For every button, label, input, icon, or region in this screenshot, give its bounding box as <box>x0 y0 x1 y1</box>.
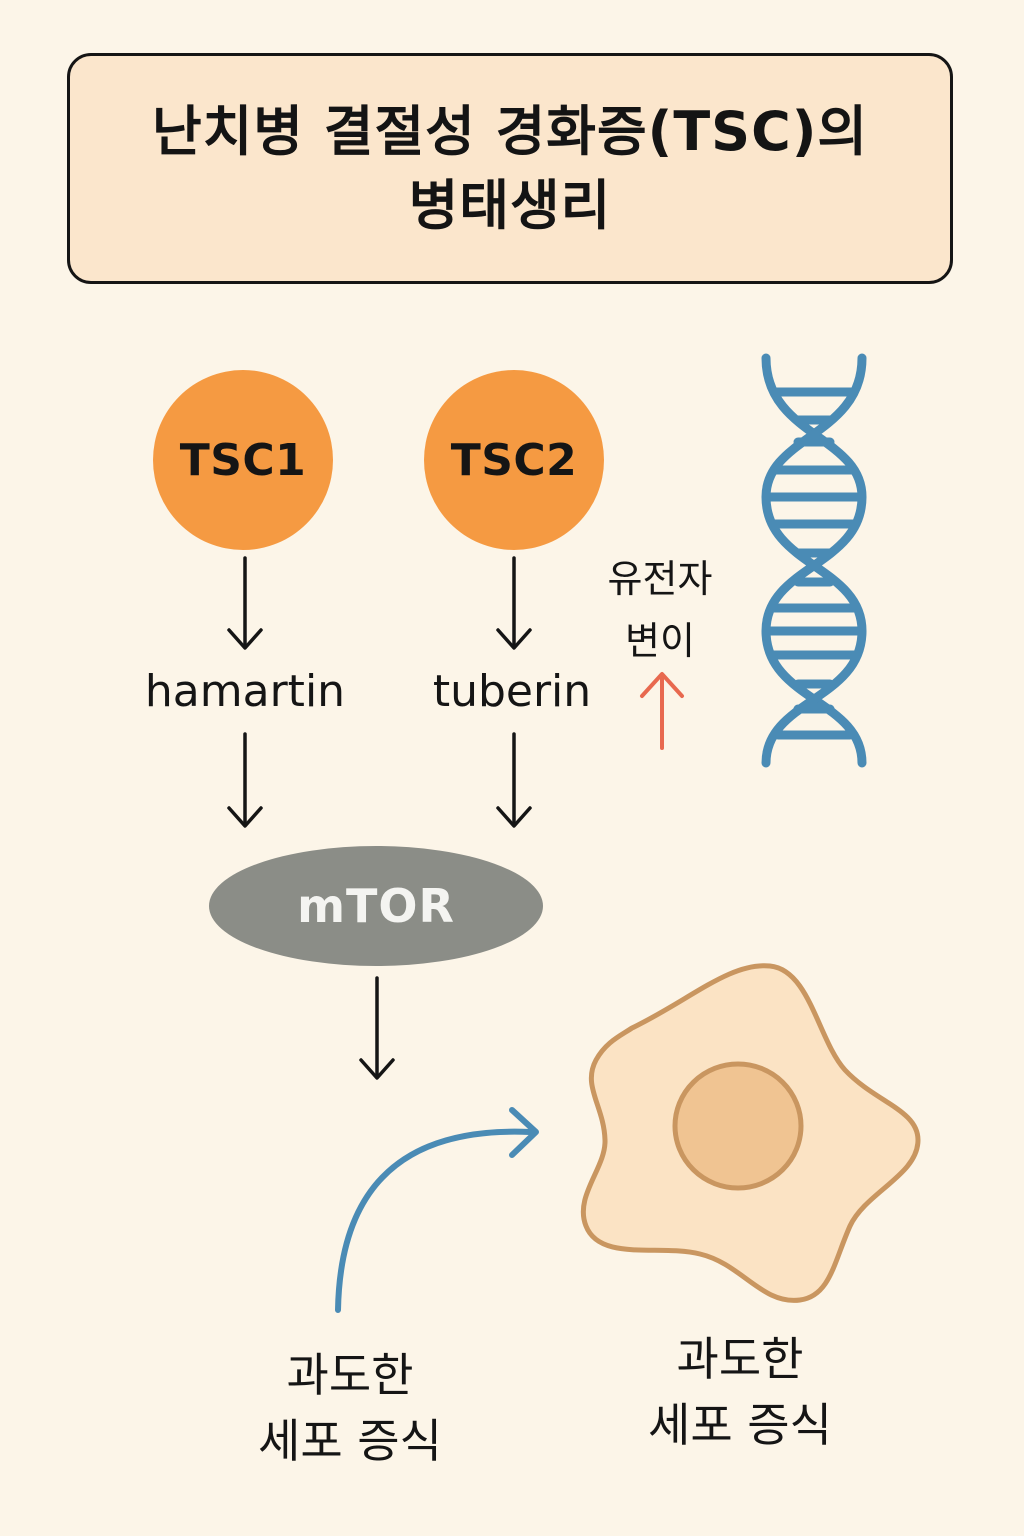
mutation-up-arrow <box>640 672 684 750</box>
arrow-tsc1-to-hamartin <box>227 556 263 650</box>
mutation-line-1: 유전자 <box>607 557 713 601</box>
title-box: 난치병 결절성 경화증(TSC)의 병태생리 <box>67 53 953 284</box>
arrow-tsc2-to-tuberin <box>496 556 532 650</box>
arrow-hamartin-to-mtor <box>227 732 263 828</box>
arrow-mtor-down <box>359 976 395 1080</box>
title-line-2: 병태생리 <box>408 173 612 237</box>
outcome-left-line-2: 세포 증식 <box>258 1414 442 1468</box>
outcome-label-right: 과도한 세포 증식 <box>610 1326 870 1458</box>
hamartin-label: hamartin <box>144 666 346 717</box>
outcome-right-line-1: 과도한 <box>676 1332 804 1386</box>
tuberin-label: tuberin <box>432 666 592 717</box>
cell-nucleus <box>672 1061 804 1191</box>
curved-arrow-to-cell <box>335 1107 539 1313</box>
gene-mutation-label: 유전자 변이 <box>580 548 740 672</box>
outcome-left-line-1: 과도한 <box>286 1348 414 1402</box>
cell-icon <box>580 963 921 1303</box>
mutation-line-2: 변이 <box>625 619 695 663</box>
arrow-tuberin-to-mtor <box>496 732 532 828</box>
outcome-label-left: 과도한 세포 증식 <box>220 1342 480 1474</box>
mtor-node: mTOR <box>209 846 543 966</box>
dna-helix-icon <box>761 353 867 768</box>
tsc1-gene-node: TSC1 <box>153 370 333 550</box>
tsc2-gene-node: TSC2 <box>424 370 604 550</box>
title-line-1: 난치병 결절성 경화증(TSC)의 <box>151 99 869 163</box>
outcome-right-line-2: 세포 증식 <box>648 1398 832 1452</box>
